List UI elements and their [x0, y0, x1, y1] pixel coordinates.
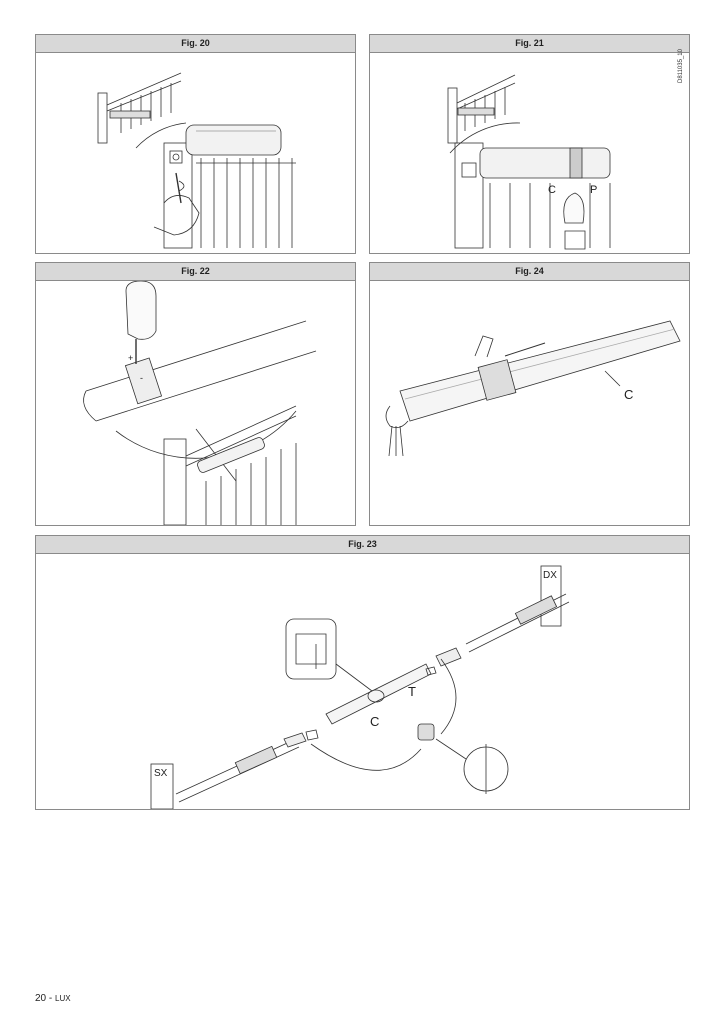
figure-22-label-plus: +: [128, 353, 133, 363]
figure-20-title: Fig. 20: [36, 35, 355, 53]
figure-23: Fig. 23: [35, 535, 690, 810]
figure-24-illustration: C: [385, 320, 681, 457]
figure-20: Fig. 20: [35, 34, 356, 254]
page-footer: 20 - LUX: [35, 993, 71, 1004]
figure-21-title: Fig. 21: [370, 35, 689, 53]
figure-21: Fig. 21 C P: [369, 34, 690, 254]
figure-22-illustration: + -: [83, 281, 317, 525]
drawing-code: D811035_10: [678, 38, 700, 98]
drawing-code-text: D811035_10: [677, 49, 684, 83]
figure-24-label-c: C: [624, 387, 633, 402]
figure-22: Fig. 22 + -: [35, 262, 356, 526]
figure-23-label-c: C: [370, 714, 379, 729]
figure-23-label-t: T: [408, 684, 416, 699]
figure-23-illustration: DX SX C T: [150, 565, 570, 809]
figure-21-label-c: C: [548, 184, 556, 196]
figure-24: Fig. 24 C: [369, 262, 690, 526]
brand-name: LUX: [55, 994, 71, 1003]
figure-24-title: Fig. 24: [370, 263, 689, 281]
figure-23-title: Fig. 23: [36, 536, 689, 554]
figure-23-label-sx: SX: [154, 768, 168, 779]
figure-21-illustration: C P: [447, 74, 611, 250]
figure-22-title: Fig. 22: [36, 263, 355, 281]
figure-21-label-p: P: [590, 184, 597, 196]
page-number: 20 -: [35, 993, 56, 1004]
figure-22-label-minus: -: [140, 373, 143, 383]
figure-23-label-dx: DX: [543, 570, 557, 581]
figure-20-illustration: [97, 72, 296, 249]
